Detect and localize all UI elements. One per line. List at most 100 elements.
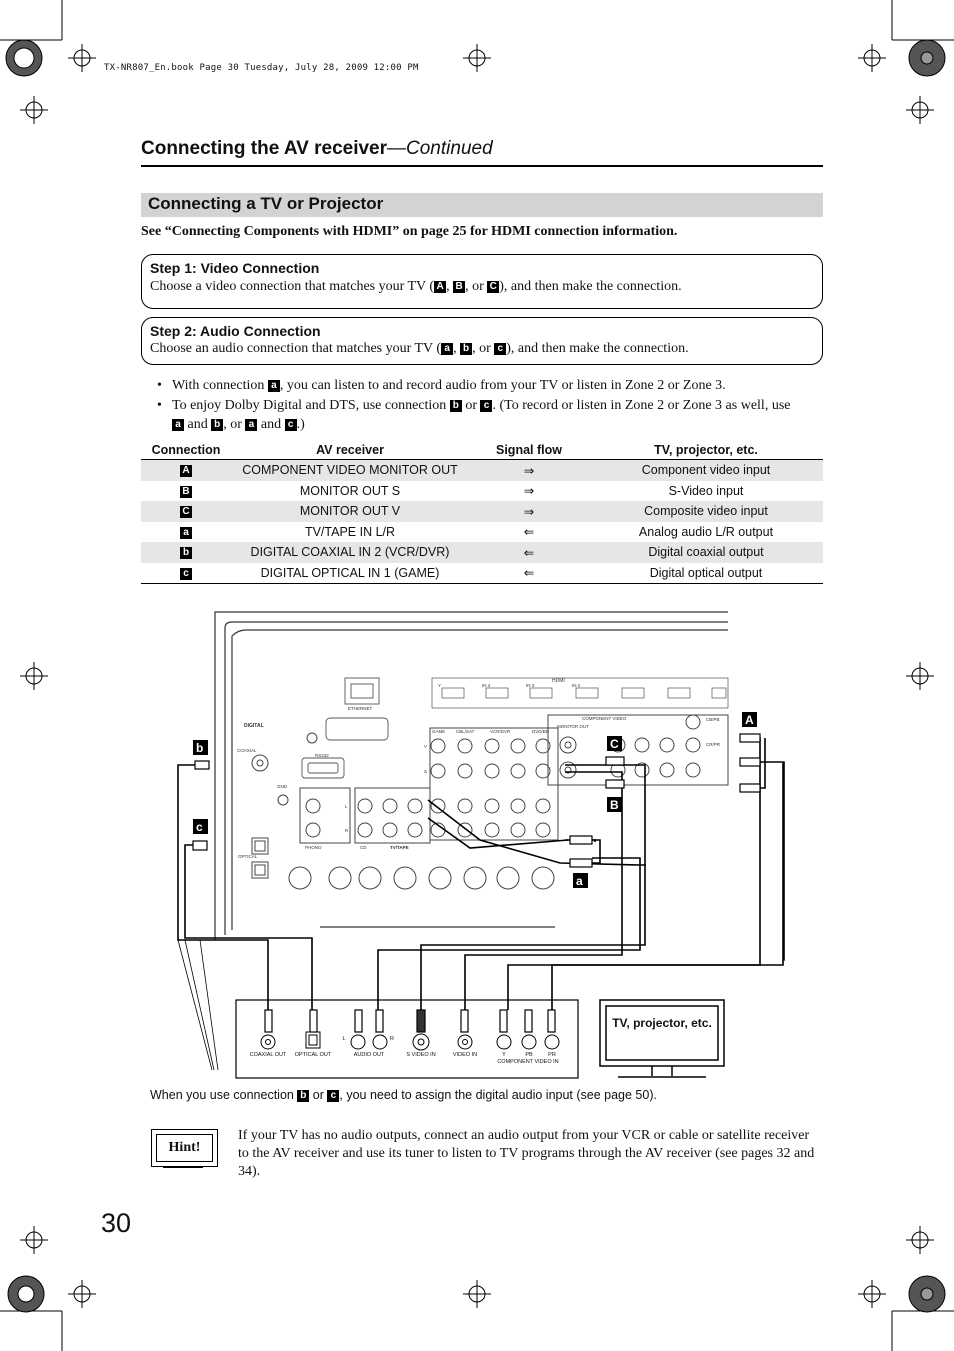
svg-text:L: L bbox=[345, 804, 348, 809]
svg-text:R: R bbox=[345, 828, 349, 833]
label-B: B bbox=[453, 281, 466, 293]
callout-a: a bbox=[576, 874, 583, 888]
hint-text: If your TV has no audio outputs, connect… bbox=[238, 1128, 815, 1179]
file-stamp: TX-NR807_En.book Page 30 Tuesday, July 2… bbox=[104, 63, 419, 73]
svg-text:CD: CD bbox=[360, 845, 367, 850]
svg-text:AUDIO OUT: AUDIO OUT bbox=[354, 1052, 385, 1058]
label-A: A bbox=[434, 281, 447, 293]
svg-text:PB: PB bbox=[525, 1052, 533, 1058]
page-header: Connecting the AV receiver—Continued bbox=[141, 138, 493, 160]
row-flow: ⇒ bbox=[523, 484, 535, 499]
svg-text:COAXIAL OUT: COAXIAL OUT bbox=[250, 1052, 287, 1058]
digital-input-note: When you use connection b or c, you need… bbox=[150, 1088, 657, 1102]
connection-table: Connection AV receiver Signal flow TV, p… bbox=[141, 440, 823, 584]
row-tv: Component video input bbox=[589, 459, 823, 481]
svg-text:IN 2: IN 2 bbox=[572, 683, 581, 688]
row-receiver: MONITOR OUT S bbox=[299, 483, 401, 498]
cable-plugs bbox=[192, 733, 761, 868]
speaker-terminals bbox=[288, 866, 555, 890]
svg-text:VIDEO IN: VIDEO IN bbox=[453, 1052, 477, 1058]
svg-text:VCR/DVR: VCR/DVR bbox=[490, 729, 511, 734]
receiver-rear-panel bbox=[214, 611, 728, 940]
row-label: A bbox=[180, 465, 192, 478]
row-tv: Digital optical output bbox=[589, 562, 823, 584]
label-C: C bbox=[487, 281, 500, 293]
row-flow: ⇐ bbox=[469, 562, 589, 584]
svg-text:OPTICAL OUT: OPTICAL OUT bbox=[295, 1052, 332, 1058]
row-receiver: TV/TAPE IN L/R bbox=[304, 524, 396, 539]
row-receiver: MONITOR OUT V bbox=[231, 501, 469, 522]
hdmi-panel bbox=[431, 677, 729, 709]
svg-text:COMPONENT VIDEO: COMPONENT VIDEO bbox=[582, 716, 627, 721]
svg-text:DVD/BD: DVD/BD bbox=[532, 729, 550, 734]
col-av-receiver: AV receiver bbox=[231, 440, 469, 460]
row-flow: ⇒ bbox=[469, 459, 589, 481]
svg-text:CB/PB: CB/PB bbox=[706, 717, 720, 722]
ethernet-port bbox=[301, 677, 389, 779]
row-receiver: DIGITAL COAXIAL IN 2 (VCR/DVR) bbox=[231, 542, 469, 563]
svg-text:L: L bbox=[342, 1036, 345, 1042]
svg-text:CBL/SAT: CBL/SAT bbox=[456, 729, 475, 734]
page-number: 30 bbox=[101, 1208, 132, 1238]
row-label: C bbox=[180, 506, 192, 519]
row-receiver: DIGITAL OPTICAL IN 1 (GAME) bbox=[231, 562, 469, 584]
svg-text:CR/PR: CR/PR bbox=[706, 742, 721, 747]
svg-text:RS232: RS232 bbox=[315, 753, 329, 758]
hint-icon: Hint! bbox=[151, 1129, 218, 1167]
svg-text:COAXIAL: COAXIAL bbox=[237, 748, 257, 753]
callout-B: B bbox=[610, 798, 619, 812]
label-a: a bbox=[441, 343, 454, 355]
row-label: c bbox=[180, 567, 192, 580]
svg-text:OPTICAL: OPTICAL bbox=[238, 854, 258, 859]
callout-c: c bbox=[196, 820, 203, 834]
row-flow: ⇒ bbox=[469, 501, 589, 522]
step1-title: Step 1: Video Connection bbox=[150, 260, 320, 276]
col-tv: TV, projector, etc. bbox=[589, 440, 823, 460]
svg-text:DIGITAL: DIGITAL bbox=[244, 723, 264, 729]
svg-text:ETHERNET: ETHERNET bbox=[348, 706, 373, 711]
tv-icon bbox=[599, 999, 725, 1078]
svg-text:MONITOR OUT: MONITOR OUT bbox=[557, 724, 589, 729]
tv-jack-panel bbox=[235, 999, 579, 1079]
input-jacks bbox=[299, 727, 559, 844]
tv-plugs bbox=[264, 1009, 556, 1033]
svg-text:IN 4: IN 4 bbox=[482, 683, 491, 688]
bullet-1: With connection a, you can listen to and… bbox=[155, 376, 815, 395]
svg-text:IN 3: IN 3 bbox=[526, 683, 535, 688]
col-signal-flow: Signal flow bbox=[469, 440, 589, 460]
table-row: C MONITOR OUT V⇒Composite video input bbox=[141, 501, 823, 522]
col-connection: Connection bbox=[141, 440, 231, 460]
row-receiver: COMPONENT VIDEO MONITOR OUT bbox=[231, 459, 469, 481]
hdmi-note: See “Connecting Components with HDMI” on… bbox=[141, 224, 678, 239]
step2-text: Choose an audio connection that matches … bbox=[150, 341, 689, 356]
row-tv: Composite video input bbox=[589, 501, 823, 522]
callout-A: A bbox=[745, 713, 754, 727]
label-c: c bbox=[494, 343, 507, 355]
header-rule bbox=[141, 165, 823, 167]
bullet-list: With connection a, you can listen to and… bbox=[155, 376, 815, 435]
step1-text: Choose a video connection that matches y… bbox=[150, 279, 682, 294]
tv-jacks bbox=[260, 1031, 560, 1051]
svg-text:Y: Y bbox=[438, 683, 441, 688]
hdmi-label: HDMI bbox=[552, 678, 565, 684]
svg-text:GAME: GAME bbox=[432, 729, 445, 734]
label-b: b bbox=[460, 343, 473, 355]
step2-box: Step 2: Audio Connection Choose an audio… bbox=[141, 317, 823, 365]
step1-box: Step 1: Video Connection Choose a video … bbox=[141, 254, 823, 309]
section-bar: Connecting a TV or Projector bbox=[141, 193, 823, 217]
row-flow: ⇐ bbox=[523, 525, 535, 540]
section-title: Connecting a TV or Projector bbox=[148, 194, 384, 213]
step2-title: Step 2: Audio Connection bbox=[150, 323, 321, 339]
hint-label: Hint! bbox=[156, 1134, 213, 1162]
table-row: A COMPONENT VIDEO MONITOR OUT⇒Component v… bbox=[141, 459, 823, 481]
hint-stand bbox=[163, 1167, 203, 1168]
svg-text:PR: PR bbox=[548, 1052, 556, 1058]
svg-text:S: S bbox=[424, 769, 427, 774]
header-continued: —Continued bbox=[387, 138, 493, 159]
tv-box-label: TV, projector, etc. bbox=[612, 1016, 712, 1030]
svg-text:GND: GND bbox=[277, 784, 288, 789]
header-title: Connecting the AV receiver bbox=[141, 138, 388, 159]
